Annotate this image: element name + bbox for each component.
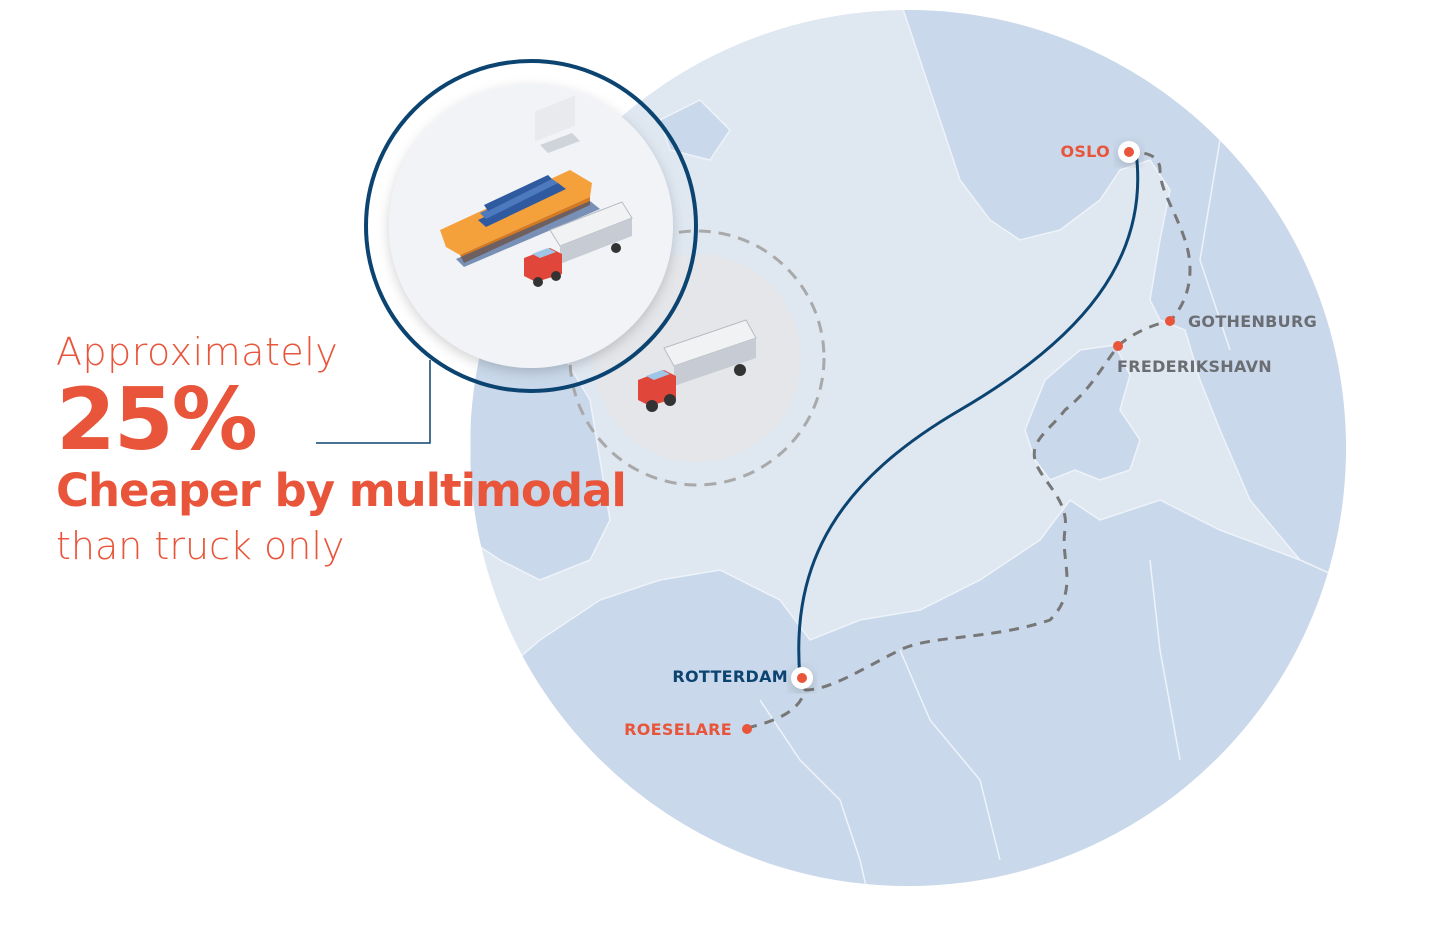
savings-percentage: 25% <box>56 370 258 470</box>
city-label-frederikshavn: FREDERIKSHAVN <box>1117 357 1272 376</box>
city-label-gothenburg: GOTHENBURG <box>1188 312 1317 331</box>
connector-line <box>316 360 431 444</box>
headline-suffix: than truck only <box>56 524 345 568</box>
sea-route-line <box>797 151 1140 679</box>
land-denmark <box>1024 344 1141 481</box>
land-islands <box>659 99 731 161</box>
city-label-oslo: OSLO <box>1060 142 1110 161</box>
headline-prefix: Approximately <box>56 330 339 374</box>
truck-icon <box>638 319 757 412</box>
city-marker-roeselare <box>742 724 752 734</box>
city-marker-frederikshavn <box>1113 341 1123 351</box>
city-label-roeselare: ROESELARE <box>624 720 732 739</box>
ship-icon <box>440 95 600 267</box>
city-marker-rotterdam <box>791 667 813 689</box>
multimodal-badge <box>364 59 698 393</box>
truck-icon <box>524 201 633 287</box>
city-label-rotterdam: ROTTERDAM <box>672 667 788 686</box>
truck-route-line <box>746 150 1192 730</box>
city-marker-oslo <box>1118 141 1140 163</box>
headline-main: Cheaper by multimodal <box>56 464 627 517</box>
savings-headline: Approximately 25% Cheaper by multimodal … <box>56 330 627 576</box>
city-marker-gothenburg <box>1165 316 1175 326</box>
